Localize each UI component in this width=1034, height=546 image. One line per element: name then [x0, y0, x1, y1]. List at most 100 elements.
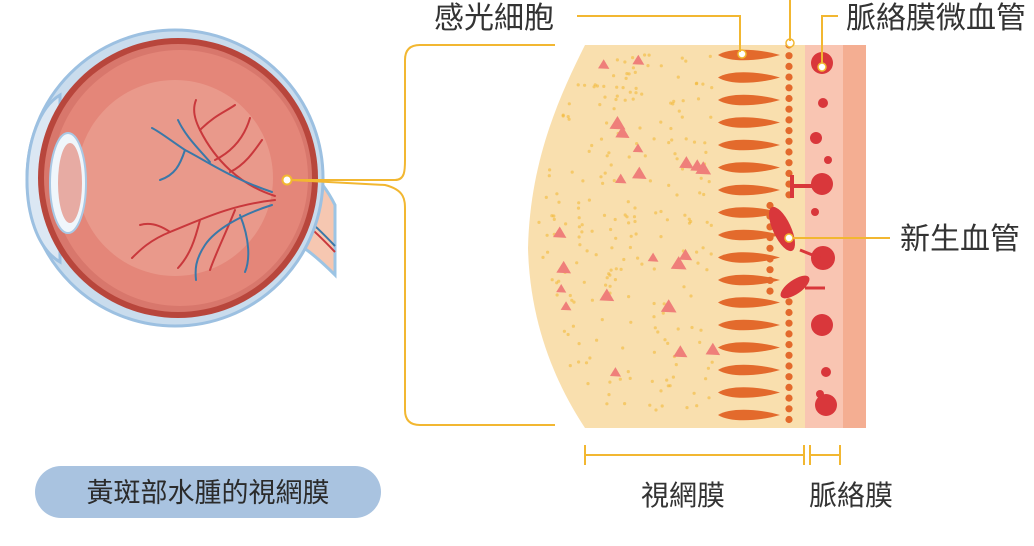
- photoreceptor-cell-icon: [718, 229, 780, 241]
- tissue-dot: [692, 391, 696, 395]
- photoreceptor-cell-icon: [718, 319, 780, 331]
- pigment-dot: [785, 116, 793, 124]
- tissue-dot: [599, 175, 603, 179]
- tissue-dot: [690, 325, 694, 330]
- tissue-dot: [710, 360, 714, 364]
- photoreceptor-cell-icon: [718, 387, 780, 398]
- tissue-dot: [537, 220, 541, 224]
- pigment-dot: [785, 330, 793, 338]
- tissue-dot: [614, 97, 618, 102]
- choroid-capillary-icon: [815, 394, 837, 416]
- pigment-dot: [785, 127, 793, 135]
- tissue-dot: [584, 361, 589, 365]
- tissue-dot: [677, 109, 681, 113]
- exudate-triangle: [705, 342, 721, 356]
- tissue-dot: [594, 253, 598, 257]
- tissue-dot: [640, 262, 644, 266]
- exudate-triangle: [609, 115, 626, 130]
- tissue-dot: [705, 268, 709, 272]
- tissue-dot: [669, 126, 673, 131]
- exudate-triangle: [647, 252, 659, 262]
- tissue-dot: [652, 267, 656, 271]
- tissue-dot: [567, 117, 571, 121]
- tissue-dot: [541, 255, 545, 259]
- tissue-dot: [653, 326, 657, 330]
- tissue-dot: [659, 209, 663, 214]
- pigment-dot: [766, 276, 774, 284]
- pigment-dot: [766, 255, 774, 263]
- exudate-triangle: [609, 367, 621, 377]
- photoreceptor-cell-icon: [718, 364, 780, 376]
- tissue-dot: [631, 56, 635, 60]
- tissue-dot: [663, 338, 667, 342]
- exudate-triangle: [632, 54, 645, 65]
- tissue-dot: [595, 338, 599, 342]
- tissue-dot: [680, 56, 684, 60]
- tissue-dot: [687, 217, 691, 221]
- tissue-dot: [613, 278, 618, 282]
- exudate-triangle: [679, 156, 694, 169]
- photoreceptor-cell-icon: [718, 252, 780, 263]
- tissue-dot: [544, 195, 548, 199]
- tissue-dot: [583, 83, 587, 87]
- pigment-dot: [785, 319, 793, 327]
- exudate-triangle: [615, 125, 630, 139]
- tissue-dot: [612, 74, 616, 78]
- choroid-capillary-icon: [810, 132, 822, 144]
- exudate-triangle: [673, 345, 688, 358]
- tissue-dot: [605, 121, 609, 125]
- tissue-dot: [634, 86, 638, 90]
- tissue-dot: [626, 200, 630, 204]
- exudate-triangle: [553, 226, 567, 238]
- tissue-dot: [561, 114, 565, 118]
- tissue-dot: [652, 350, 657, 354]
- tissue-dot: [628, 90, 632, 94]
- tissue-dot: [590, 143, 594, 148]
- photoreceptor-cell-icon: [718, 184, 780, 196]
- pigment-dot: [785, 84, 793, 92]
- exudate-triangle: [556, 283, 567, 293]
- tissue-dot: [621, 86, 625, 90]
- tissue-dot: [705, 220, 709, 224]
- pigment-dot: [785, 405, 793, 413]
- tissue-dot: [604, 283, 608, 287]
- tissue-dots: [537, 53, 714, 412]
- tissue-dot: [598, 103, 602, 107]
- tissue-dot: [609, 268, 613, 272]
- exudate-triangle: [660, 299, 677, 313]
- tissue-dot: [615, 94, 619, 98]
- tissue-dot: [610, 246, 614, 250]
- tissue-dot: [622, 257, 626, 262]
- tissue-dot: [603, 171, 607, 175]
- tissue-dot: [566, 332, 570, 337]
- tissue-dot: [665, 218, 670, 222]
- choroid-capillary-icon: [811, 246, 835, 270]
- tissue-dot: [590, 298, 595, 302]
- tissue-dot: [665, 378, 669, 382]
- tissue-dot: [668, 384, 672, 388]
- choroid-capillaries: [810, 52, 837, 416]
- tissue-dot: [572, 300, 576, 304]
- tissue-dot: [568, 293, 572, 298]
- tissue-dot: [648, 403, 652, 407]
- tissue-dot: [625, 72, 629, 76]
- choroid-capillary-icon: [811, 173, 833, 195]
- tissue-dot: [567, 102, 571, 106]
- exudate-marks: [553, 54, 721, 377]
- pigment-dot: [785, 94, 793, 103]
- tissue-dot: [682, 285, 686, 289]
- tissue-dot: [671, 375, 676, 379]
- tissue-dot: [699, 328, 703, 332]
- label-choroid: 脈絡膜: [809, 479, 893, 512]
- pigment-dot: [785, 394, 793, 402]
- tissue-dot: [609, 227, 613, 232]
- tissue-dot: [633, 219, 637, 224]
- tissue-dot: [652, 137, 656, 141]
- caption-text: 黃斑部水腫的視網膜: [87, 478, 330, 509]
- tissue-dot: [590, 229, 594, 233]
- tissue-dot: [628, 245, 633, 250]
- tissue-dot: [585, 249, 589, 253]
- photoreceptor-cell-icon: [718, 274, 780, 286]
- tissue-dot: [695, 250, 699, 254]
- pigment-dot: [785, 415, 793, 424]
